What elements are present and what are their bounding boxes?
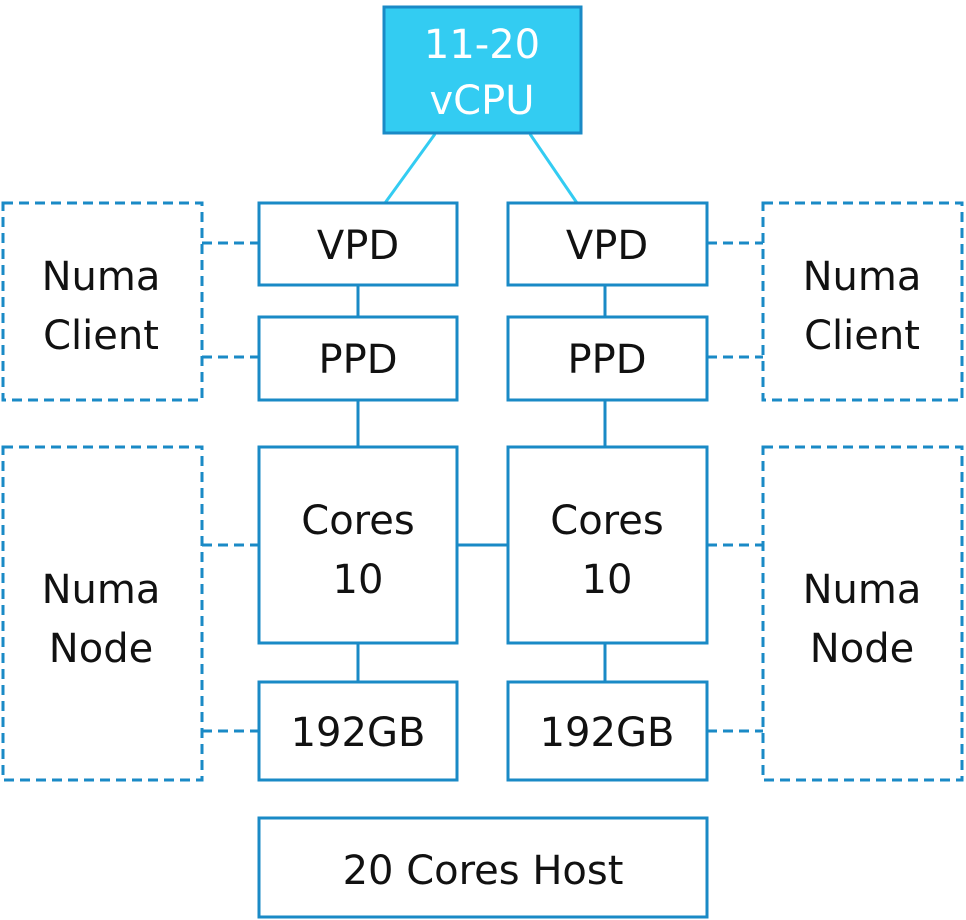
right-numa-client-label-1: Numa	[803, 254, 922, 300]
right-cores-count: 10	[582, 557, 633, 603]
right-vpd-label: VPD	[566, 223, 648, 269]
left-vpd-label: VPD	[317, 223, 399, 269]
left-numa-node-box: Numa Node	[1, 445, 204, 782]
vcpu-range-label: 11-20	[424, 22, 540, 68]
right-numa-node-label-2: Node	[810, 626, 914, 672]
left-numa-node-label-1: Numa	[42, 567, 161, 613]
vcpu-connectors	[383, 133, 579, 204]
right-numa-node-label-1: Numa	[803, 567, 922, 613]
vcpu-box: 11-20 vCPU	[382, 5, 583, 135]
left-cores-label: Cores	[301, 498, 414, 544]
left-numa-client-box: Numa Client	[1, 201, 204, 402]
right-memory-label: 192GB	[540, 710, 675, 756]
vcpu-label: vCPU	[430, 78, 535, 124]
stack-connectors	[356, 285, 607, 682]
left-ppd-box: PPD	[257, 315, 459, 402]
right-numa-node-box: Numa Node	[761, 445, 964, 782]
right-numa-client-box: Numa Client	[761, 201, 964, 402]
host-box: 20 Cores Host	[257, 816, 709, 919]
right-ppd-label: PPD	[567, 337, 646, 383]
left-ppd-label: PPD	[318, 337, 397, 383]
left-numa-node-label-2: Node	[49, 626, 153, 672]
left-vpd-box: VPD	[257, 201, 459, 287]
dashed-connectors	[202, 241, 763, 733]
left-numa-client-label-1: Numa	[42, 254, 161, 300]
vcpu-to-right-vpd-connector	[528, 133, 579, 204]
right-numa-client-label-2: Client	[804, 313, 920, 359]
right-memory-box: 192GB	[506, 680, 709, 782]
right-cores-box: Cores 10	[506, 445, 709, 645]
host-label: 20 Cores Host	[343, 848, 624, 894]
left-cores-count: 10	[333, 557, 384, 603]
right-cores-label: Cores	[550, 498, 663, 544]
left-numa-client-label-2: Client	[43, 313, 159, 359]
left-cores-box: Cores 10	[257, 445, 459, 645]
left-memory-box: 192GB	[257, 680, 459, 782]
right-vpd-box: VPD	[506, 201, 709, 287]
left-memory-label: 192GB	[291, 710, 426, 756]
vcpu-to-left-vpd-connector	[383, 133, 437, 204]
right-ppd-box: PPD	[506, 315, 709, 402]
